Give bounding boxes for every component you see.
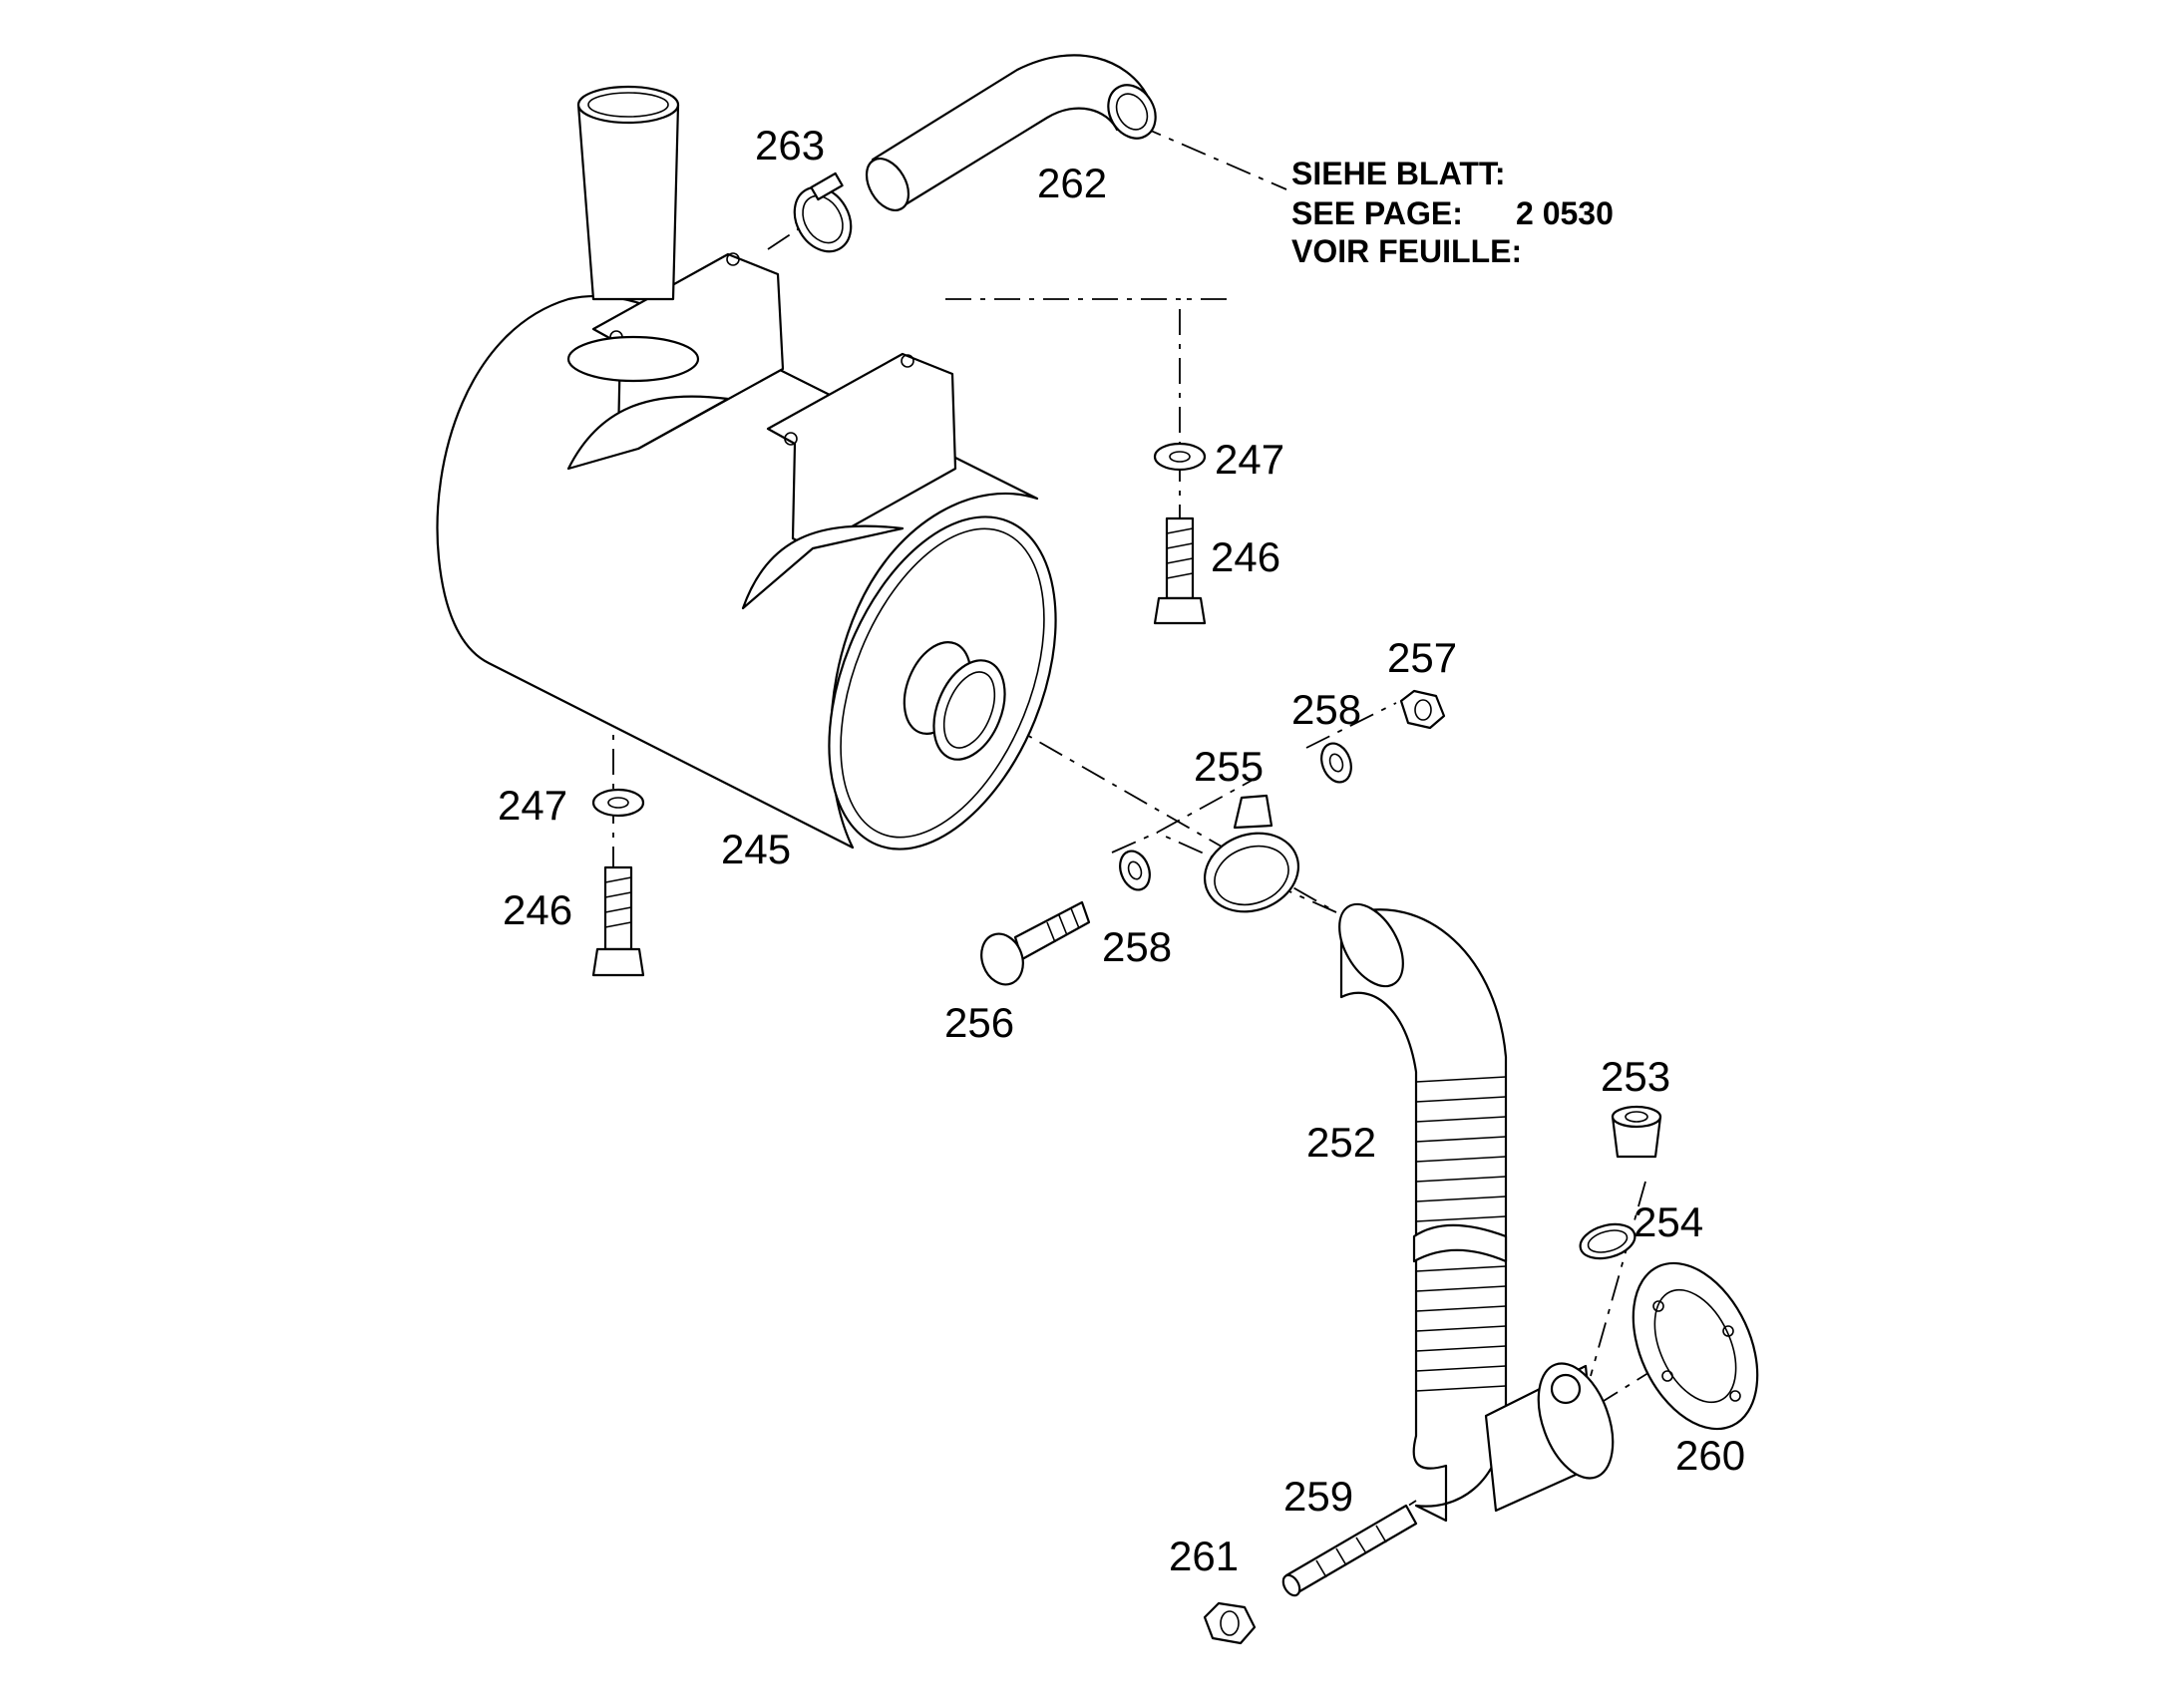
plug-253 — [1611, 1105, 1662, 1159]
callout-246-left: 246 — [503, 886, 572, 933]
exhaust-pipe-252 — [1338, 902, 1615, 1523]
callout-254: 254 — [1634, 1198, 1703, 1245]
callout-258-lower: 258 — [1102, 923, 1172, 970]
nut-257 — [1399, 689, 1446, 730]
callout-252: 252 — [1306, 1119, 1376, 1166]
band-clamp-255 — [1203, 794, 1300, 913]
seal-ring-254 — [1579, 1222, 1636, 1260]
callout-258-upper: 258 — [1291, 686, 1361, 733]
note-line-de: SIEHE BLATT: — [1291, 156, 1506, 191]
bolt-256 — [980, 900, 1091, 986]
callout-253: 253 — [1601, 1053, 1670, 1100]
callout-247-right: 247 — [1215, 436, 1284, 483]
note-line-en: SEE PAGE: — [1291, 195, 1463, 231]
callout-245: 245 — [721, 826, 791, 872]
washer-247-right — [1153, 442, 1207, 472]
gasket-260 — [1632, 1261, 1759, 1431]
note-line-fr: VOIR FEUILLE: — [1291, 233, 1522, 269]
callout-255: 255 — [1194, 743, 1264, 790]
bolt-246-left — [591, 865, 645, 977]
muffler-245 — [436, 85, 1057, 851]
callout-247-left: 247 — [498, 782, 567, 829]
washer-258-lower — [1119, 850, 1151, 891]
callout-261: 261 — [1169, 1533, 1239, 1579]
reference-note: SIEHE BLATT: SEE PAGE: 2 0530 VOIR FEUIL… — [1291, 156, 1614, 269]
hose-262 — [865, 54, 1157, 211]
callout-246-right: 246 — [1211, 533, 1280, 580]
callout-labels: 263 262 247 246 257 258 255 247 245 246 … — [498, 122, 1745, 1579]
callout-262: 262 — [1037, 160, 1107, 206]
washer-247-left — [591, 788, 645, 818]
callout-259: 259 — [1283, 1473, 1353, 1520]
stud-259 — [1281, 1504, 1418, 1597]
nut-261 — [1203, 1601, 1257, 1645]
callout-257: 257 — [1387, 634, 1457, 681]
callout-263: 263 — [755, 122, 825, 169]
callout-260: 260 — [1675, 1432, 1745, 1479]
washer-258-upper — [1320, 742, 1352, 784]
hose-clamp-263 — [793, 171, 853, 253]
callout-256: 256 — [944, 999, 1014, 1046]
note-page-number: 2 0530 — [1516, 195, 1614, 231]
bolt-246-right — [1153, 516, 1207, 625]
